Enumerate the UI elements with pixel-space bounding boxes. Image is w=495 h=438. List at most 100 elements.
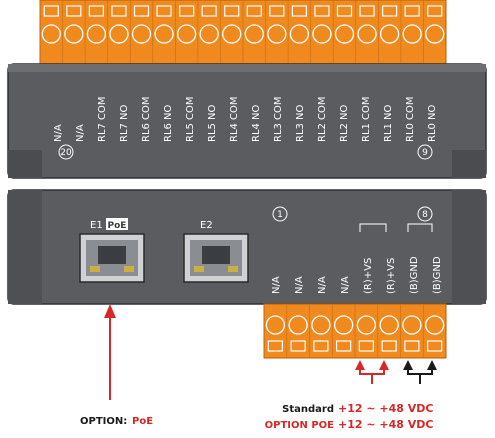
bottom-pin-label: (B)GND [409, 256, 420, 294]
poe-arrow-head [104, 304, 116, 318]
top-wire-slot [336, 5, 353, 17]
port-e1-label: E1 [90, 220, 103, 231]
top-wire-slot [269, 5, 285, 17]
top-pin-label: RL1 NO [383, 104, 394, 142]
top-screw[interactable] [357, 24, 377, 44]
top-screw[interactable] [312, 24, 332, 44]
top-pin-label: RL6 NO [163, 104, 174, 142]
bottom-wire-slot [404, 340, 420, 352]
bottom-pin-label: N/A [294, 276, 305, 294]
top-screw[interactable] [402, 24, 422, 44]
top-pin-label: RL6 COM [141, 96, 152, 142]
top-wire-slot [314, 5, 330, 17]
top-screw[interactable] [86, 24, 107, 44]
bottom-screw[interactable] [356, 315, 377, 335]
top-screw[interactable] [244, 24, 264, 44]
top-wire-slot [156, 5, 172, 17]
top-wire-slot [43, 5, 59, 17]
ethernet-port-e1[interactable] [79, 233, 145, 283]
top-wire-slot [404, 5, 420, 17]
top-screw[interactable] [64, 24, 84, 44]
bottom-wire-slot [290, 340, 306, 352]
top-pin-label: RL4 NO [251, 104, 262, 142]
top-panel-left-notch [8, 150, 42, 178]
top-wire-slot [224, 5, 240, 17]
top-pin-label: RL1 COM [361, 96, 372, 142]
bottom-wire-slot [427, 340, 443, 352]
standard-label: Standard [282, 404, 334, 415]
top-wire-slot [179, 5, 195, 17]
top-screw[interactable] [199, 24, 219, 44]
bottom-wire-slot [267, 340, 283, 352]
top-screw[interactable] [154, 24, 174, 44]
ethernet-port-e2[interactable] [183, 233, 249, 283]
bottom-pin-label: N/A [271, 276, 282, 294]
marker-circle-bottom-left [272, 206, 288, 222]
option-value: PoE [132, 416, 153, 427]
top-screw[interactable] [131, 24, 152, 44]
top-screw[interactable] [334, 24, 355, 44]
top-pin-label: RL4 COM [229, 96, 240, 142]
top-wire-slot [359, 5, 375, 17]
top-pin-label: N/A [75, 124, 86, 142]
bottom-screw[interactable] [288, 315, 308, 335]
top-wire-slot [427, 5, 443, 17]
top-wire-slot [111, 5, 127, 17]
bottom-screw[interactable] [424, 315, 445, 335]
poe-label: OPTION POE [265, 420, 335, 431]
bottom-wire-slot [381, 340, 397, 352]
top-wire-slot [88, 5, 104, 17]
option-label: OPTION: [80, 416, 127, 427]
bottom-wire-slot [313, 340, 329, 352]
bottom-pin-label: (R)+VS [363, 258, 374, 294]
top-panel-right-notch [452, 150, 486, 178]
gnd-bracket [407, 223, 433, 232]
bottom-screw[interactable] [333, 315, 354, 335]
vs-arrow-head-right [379, 360, 389, 370]
top-pin-label: N/A [53, 124, 64, 142]
bottom-screw[interactable] [379, 315, 399, 335]
marker-circle-top-left [58, 144, 74, 160]
poe-badge [106, 218, 128, 230]
bottom-pin-label: N/A [340, 276, 351, 294]
marker-circle-bottom-right [417, 206, 433, 222]
bottom-screw[interactable] [265, 315, 286, 335]
top-wire-slot [133, 5, 150, 17]
vs-arrow-head-left [355, 360, 365, 370]
top-wire-slot [246, 5, 262, 17]
top-screw[interactable] [425, 24, 445, 44]
marker-bottom-right: 8 [422, 210, 428, 220]
top-screw[interactable] [379, 24, 400, 44]
marker-bottom-left: 1 [277, 210, 283, 220]
top-screw[interactable] [176, 24, 197, 44]
top-pin-label: RL5 COM [185, 96, 196, 142]
top-wire-slot [382, 5, 398, 17]
bottom-terminal-block [263, 303, 447, 359]
top-screw[interactable] [109, 24, 129, 44]
top-wire-slot [291, 5, 307, 17]
top-pin-label: RL2 COM [317, 96, 328, 142]
top-screw[interactable] [222, 24, 242, 44]
port-e2-label: E2 [200, 220, 213, 231]
top-pin-label: RL2 NO [339, 104, 350, 142]
top-pin-label: RL0 COM [405, 96, 416, 142]
poe-badge-text: PoE [108, 221, 127, 231]
top-pin-label: RL0 NO [427, 104, 438, 142]
bottom-screw[interactable] [311, 315, 331, 335]
top-screw[interactable] [41, 24, 61, 44]
bottom-panel-left-edge [8, 190, 42, 304]
bottom-screw[interactable] [402, 315, 422, 335]
gnd-arrow-head-right [427, 360, 437, 370]
vs-bracket [359, 223, 387, 232]
top-pin-label: RL3 COM [273, 96, 284, 142]
top-pin-label: RL7 COM [97, 96, 108, 142]
top-screw[interactable] [289, 24, 310, 44]
bottom-wire-slot [358, 340, 374, 352]
top-screw[interactable] [267, 24, 287, 44]
poe-value: +12 ~ +48 VDC [338, 418, 433, 431]
bottom-pin-label: (B)GND [432, 256, 443, 294]
bottom-pin-label: N/A [317, 276, 328, 294]
marker-top-right: 9 [422, 148, 428, 158]
standard-value: +12 ~ +48 VDC [338, 402, 433, 415]
